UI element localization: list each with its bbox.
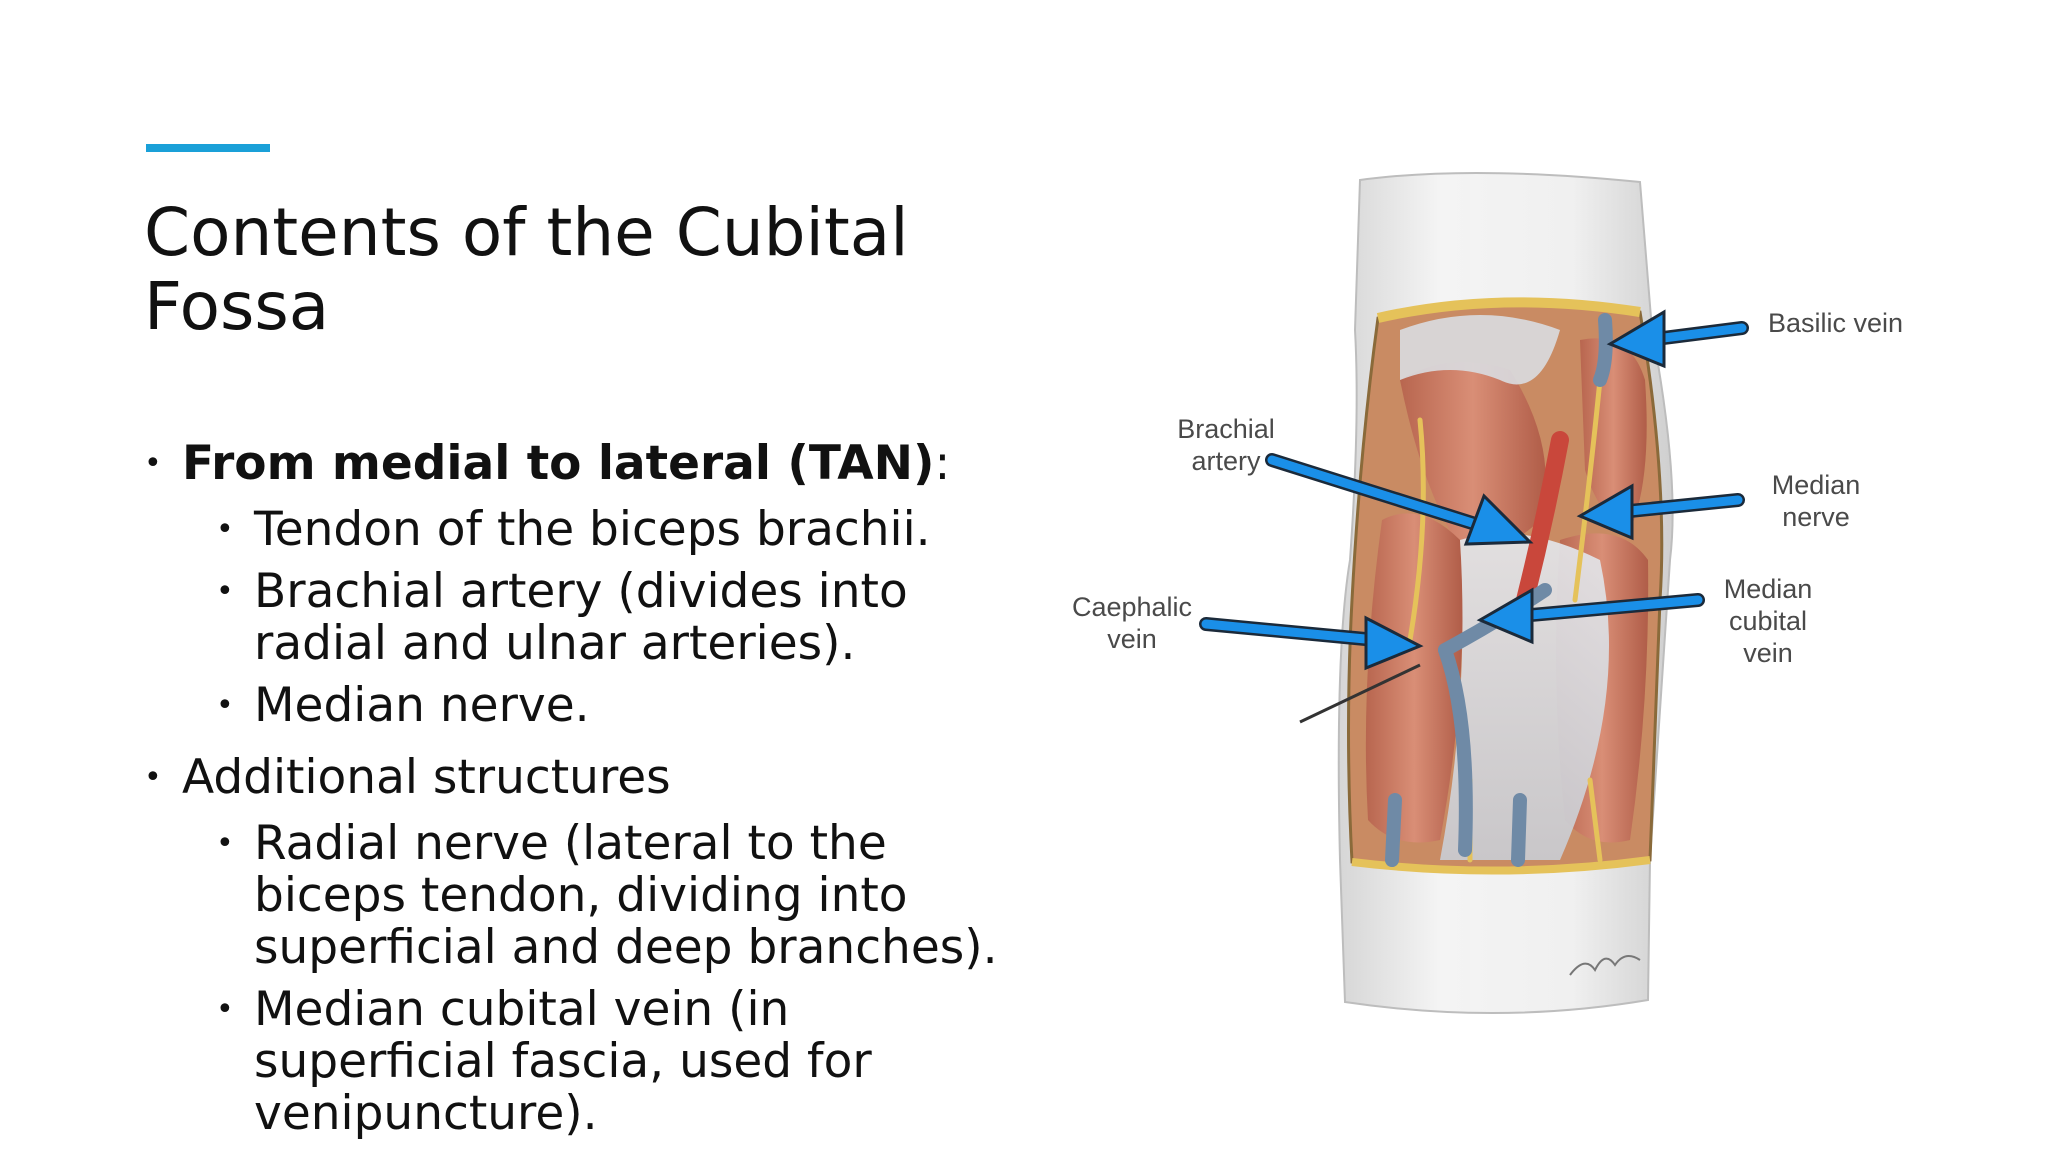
sub-bullet-text: Tendon of the biceps brachii. xyxy=(254,502,931,557)
arrow-median-nerve xyxy=(1576,483,1745,541)
label-caephalic-line2: vein xyxy=(1107,624,1157,654)
sub-bullet-nerve: • Median nerve. xyxy=(144,680,1014,732)
label-basilic-vein: Basilic vein xyxy=(1768,308,1903,338)
label-mcv-line2: cubital xyxy=(1729,606,1807,636)
label-brachial-line1: Brachial xyxy=(1177,414,1275,444)
sub-bullet-radial-nerve: • Radial nerve (lateral to the biceps te… xyxy=(144,818,1014,974)
bullet-dot-icon: • xyxy=(144,760,162,795)
label-brachial-line2: artery xyxy=(1191,446,1261,476)
title-accent-bar xyxy=(146,144,270,152)
sub-bullet-text: Brachial artery (divides into radial and… xyxy=(254,564,908,671)
artist-signature xyxy=(1569,955,1641,976)
sub-bullet-median-cubital: • Median cubital vein (in superficial fa… xyxy=(144,984,1014,1140)
bullet-dot-icon: • xyxy=(216,992,234,1027)
arrow-caephalic-vein xyxy=(1199,615,1424,671)
label-median-nerve-line2: nerve xyxy=(1782,502,1850,532)
slide-title: Contents of the Cubital Fossa xyxy=(144,194,909,345)
arrow-basilic-vein xyxy=(1606,309,1749,369)
label-mcv-line3: vein xyxy=(1743,638,1793,668)
arrow-brachial-artery xyxy=(1265,453,1534,546)
arrow-median-cubital-vein xyxy=(1476,587,1705,645)
sub-bullet-text: Radial nerve (lateral to the biceps tend… xyxy=(254,816,998,975)
label-arrows xyxy=(1199,309,1749,671)
sub-bullet-artery: • Brachial artery (divides into radial a… xyxy=(144,566,1014,670)
sub-bullet-text: Median cubital vein (in superficial fasc… xyxy=(254,982,872,1141)
bullet-additional-text: Additional structures xyxy=(182,750,671,805)
bullet-dot-icon: • xyxy=(216,826,234,861)
bullet-tan: • From medial to lateral (TAN): xyxy=(144,438,1014,490)
label-caephalic-line1: Caephalic xyxy=(1072,592,1192,622)
bullet-dot-icon: • xyxy=(144,446,162,481)
bullet-list: • From medial to lateral (TAN): • Tendon… xyxy=(144,438,1014,1150)
bullet-dot-icon: • xyxy=(216,574,234,609)
needle xyxy=(1299,663,1421,724)
brachial-artery xyxy=(1516,431,1569,609)
bullet-additional: • Additional structures xyxy=(144,752,1014,804)
label-mcv-line1: Median xyxy=(1724,574,1813,604)
bullet-dot-icon: • xyxy=(216,688,234,723)
bullet-tan-colon: : xyxy=(934,436,951,491)
sub-bullet-text: Median nerve. xyxy=(254,678,590,733)
sub-bullet-tendon: • Tendon of the biceps brachii. xyxy=(144,504,1014,556)
cubital-fossa-diagram: Basilic vein Brachial artery Median nerv… xyxy=(1072,171,1903,1014)
bullet-dot-icon: • xyxy=(216,512,234,547)
diagram-labels: Basilic vein Brachial artery Median nerv… xyxy=(1072,308,1903,668)
label-median-nerve-line1: Median xyxy=(1772,470,1861,500)
bullet-tan-bold: From medial to lateral (TAN) xyxy=(182,436,935,491)
